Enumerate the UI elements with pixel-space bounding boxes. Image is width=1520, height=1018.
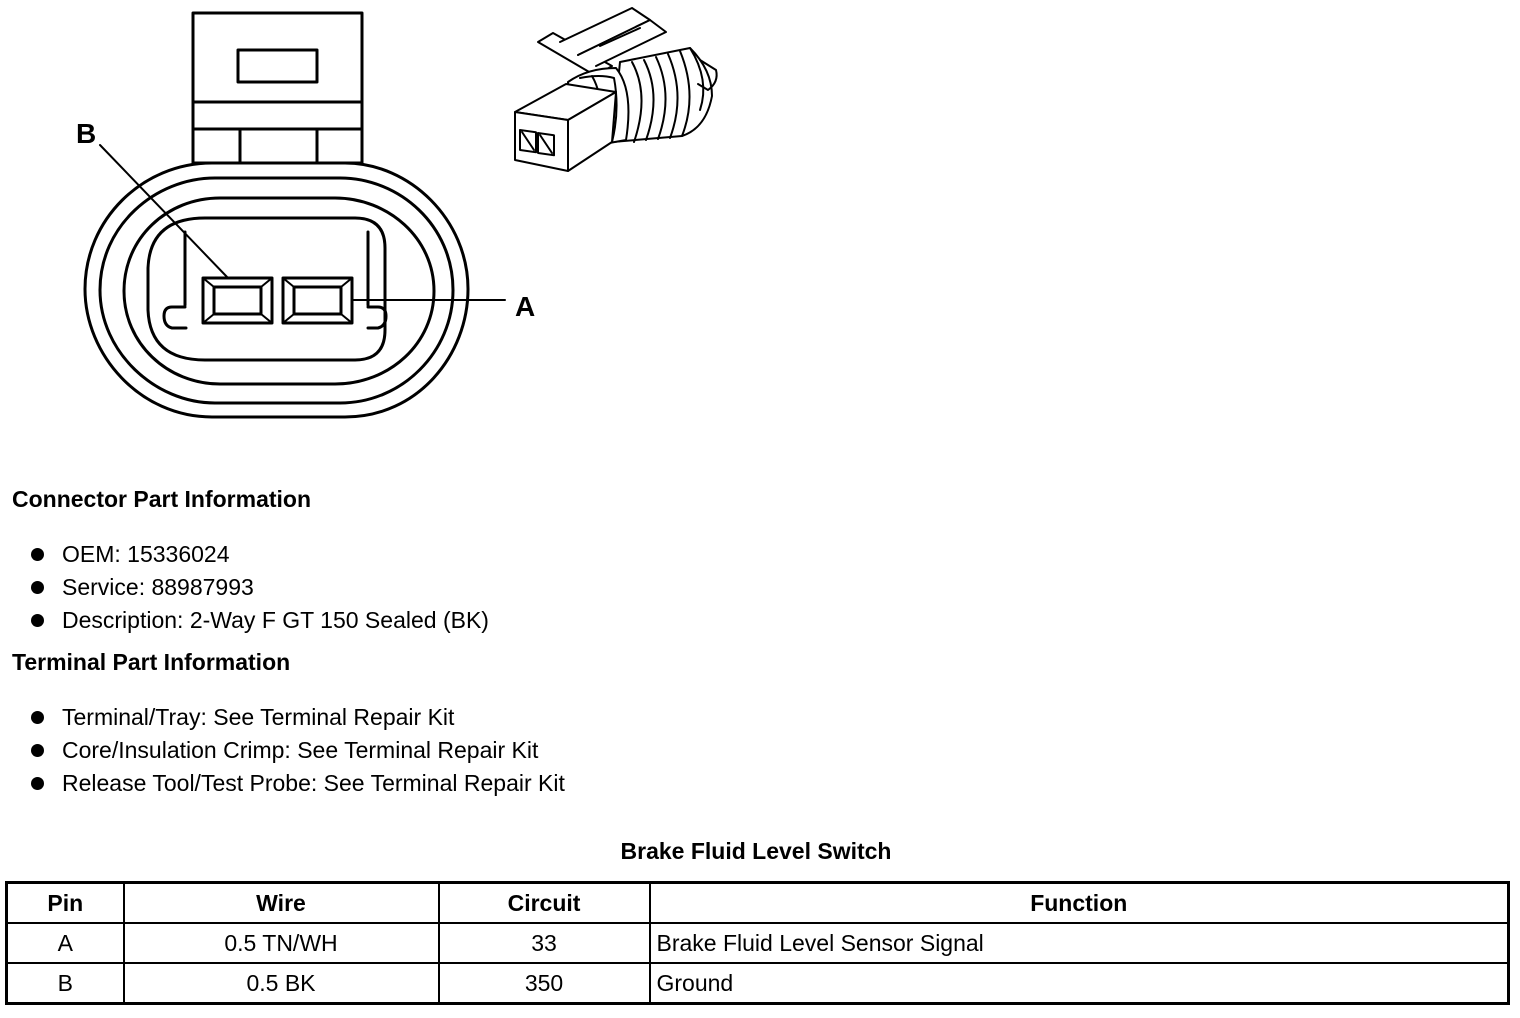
column-header-function: Function: [648, 881, 1510, 924]
cell-function: Ground: [648, 962, 1510, 1005]
table-row: B 0.5 BK 350 Ground: [5, 962, 1510, 1005]
table-title: Brake Fluid Level Switch: [620, 838, 892, 864]
pinout-table: Pin Wire Circuit Function A 0.5 TN/WH 33…: [5, 881, 1510, 1005]
connector-face-view: [83, 11, 470, 419]
bullet-icon: [31, 548, 44, 561]
bullet-icon: [31, 777, 44, 790]
table-row: A 0.5 TN/WH 33 Brake Fluid Level Sensor …: [5, 922, 1510, 964]
list-item: OEM: 15336024: [0, 538, 489, 571]
cell-pin: A: [5, 922, 125, 964]
list-item: Service: 88987993: [0, 571, 489, 604]
list-item-text: Terminal/Tray: See Terminal Repair Kit: [62, 704, 455, 730]
bullet-icon: [31, 744, 44, 757]
list-item: Release Tool/Test Probe: See Terminal Re…: [0, 767, 565, 800]
list-item-text: Description: 2-Way F GT 150 Sealed (BK): [62, 607, 489, 633]
bullet-icon: [31, 581, 44, 594]
column-header-pin: Pin: [5, 881, 125, 924]
list-item: Terminal/Tray: See Terminal Repair Kit: [0, 701, 565, 734]
bullet-icon: [31, 614, 44, 627]
callout-b-leader: [99, 144, 229, 279]
column-header-wire: Wire: [122, 881, 440, 924]
cell-function: Brake Fluid Level Sensor Signal: [648, 922, 1510, 964]
table-header-row: Pin Wire Circuit Function: [5, 881, 1510, 924]
callout-a-label: A: [515, 291, 535, 322]
list-item-text: Release Tool/Test Probe: See Terminal Re…: [62, 770, 565, 796]
connector-diagram: B A: [76, 7, 718, 419]
cell-wire: 0.5 TN/WH: [122, 922, 440, 964]
callout-b-label: B: [76, 118, 96, 149]
connector-isometric-view: [514, 7, 718, 172]
column-header-circuit: Circuit: [437, 881, 651, 924]
list-item-text: OEM: 15336024: [62, 541, 230, 567]
connector-info-heading: Connector Part Information: [12, 486, 312, 512]
cell-circuit: 33: [437, 922, 651, 964]
terminal-info-heading: Terminal Part Information: [12, 649, 291, 675]
cell-wire: 0.5 BK: [122, 962, 440, 1005]
bullet-icon: [31, 711, 44, 724]
connector-info-list: OEM: 15336024 Service: 88987993 Descript…: [0, 538, 489, 637]
list-item: Core/Insulation Crimp: See Terminal Repa…: [0, 734, 565, 767]
list-item-text: Service: 88987993: [62, 574, 254, 600]
cell-pin: B: [5, 962, 125, 1005]
cell-circuit: 350: [437, 962, 651, 1005]
list-item-text: Core/Insulation Crimp: See Terminal Repa…: [62, 737, 539, 763]
list-item: Description: 2-Way F GT 150 Sealed (BK): [0, 604, 489, 637]
terminal-info-list: Terminal/Tray: See Terminal Repair Kit C…: [0, 701, 565, 800]
